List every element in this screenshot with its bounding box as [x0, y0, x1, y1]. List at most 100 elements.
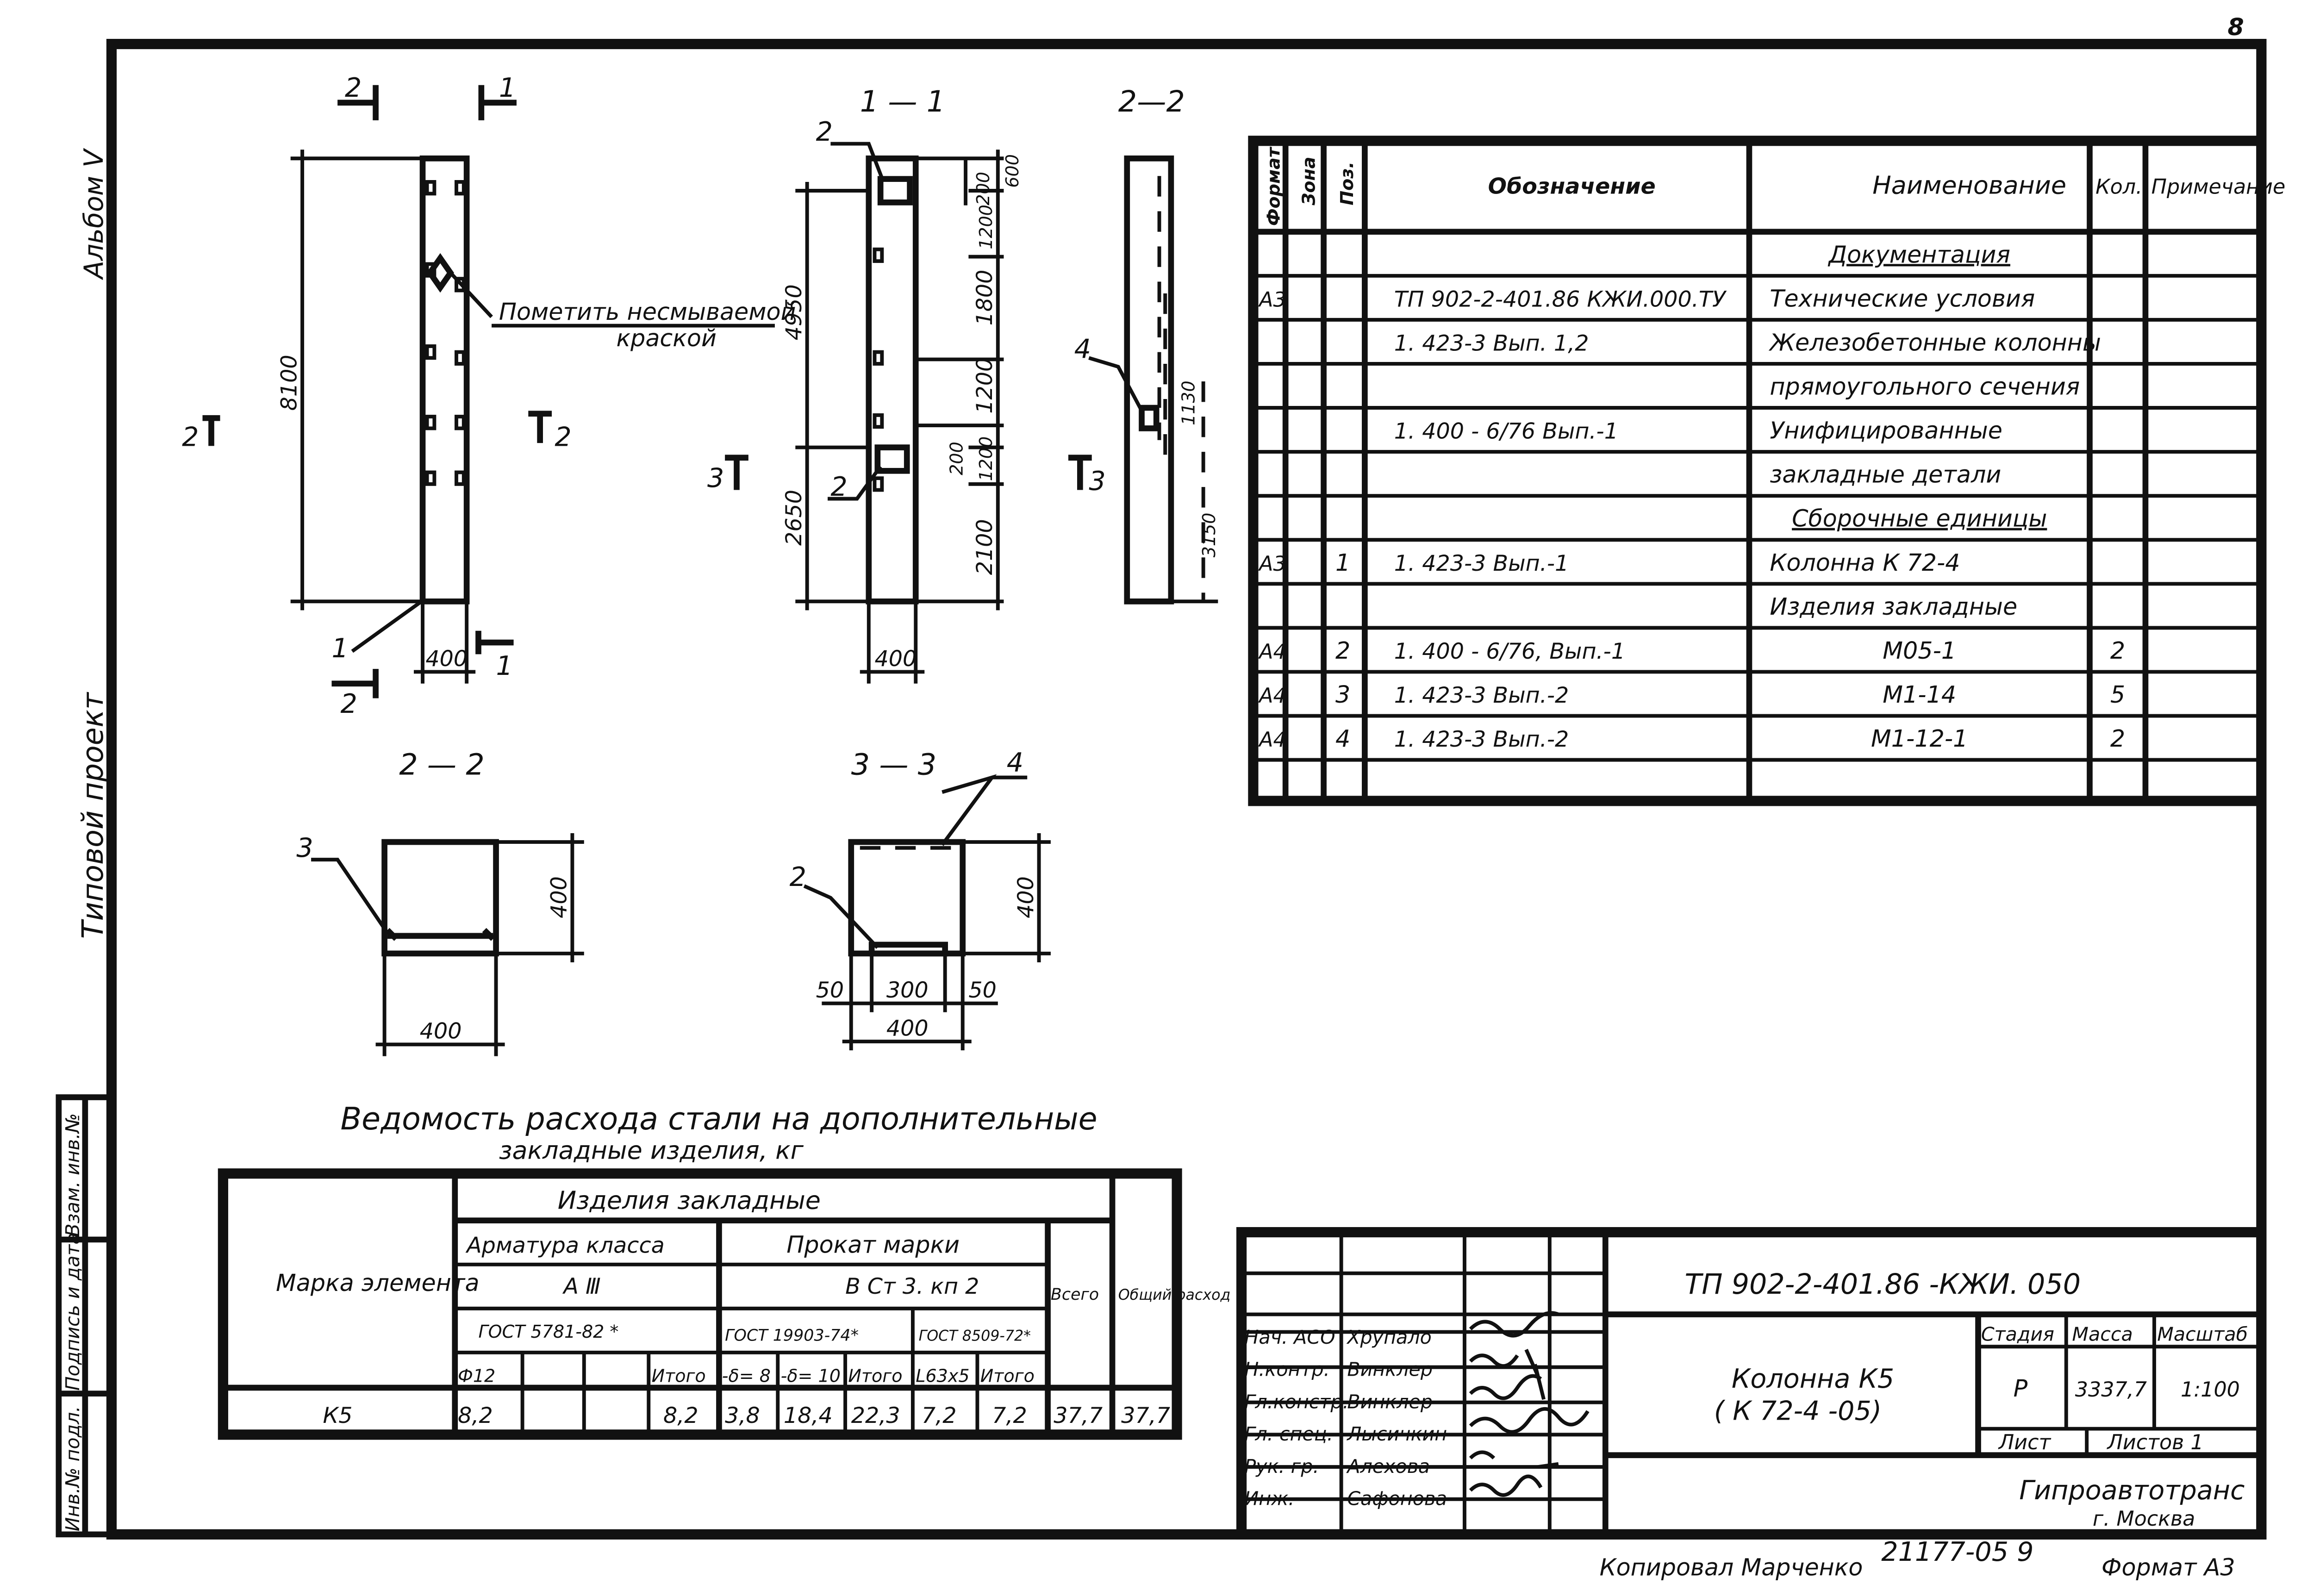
title-block: ТП 902-2-401.86 -КЖИ. 050 Колонна К5 ( К… — [1236, 1227, 2267, 1540]
section-3-3: 3 — 3 4 2 400 50 300 50 400 — [790, 747, 1051, 1051]
title-scale: 1:100 — [2181, 1378, 2240, 1402]
title-person-name: Алехова — [1346, 1455, 1430, 1478]
steel-subheader-cell: Итого — [848, 1365, 902, 1386]
front-view: 2 1 Пометить несмываемой краской 8100 2 … — [182, 73, 796, 719]
dim-1800: 1800 — [972, 270, 998, 326]
spec-header-name: Наименование — [1872, 170, 2066, 200]
spec-cell-name: закладные детали — [1770, 461, 2001, 488]
pos-4: 4 — [1074, 334, 1091, 364]
steel-subheader-cell: Итого — [980, 1365, 1035, 1386]
spec-header-zone: Зона — [1299, 157, 1319, 206]
spec-cell-name: Документация — [1827, 241, 2010, 268]
spec-cell-format: А3 — [1258, 552, 1286, 576]
title-mass: 3337,7 — [2075, 1378, 2147, 1402]
spec-cell-qty: 2 — [2110, 725, 2125, 752]
title-person-role: Рук. гр. — [1244, 1455, 1319, 1478]
dim-400-section: 400 — [874, 646, 917, 672]
dim-1200a: 1200 — [976, 205, 996, 249]
steel-cell-value: 8,2 — [663, 1403, 698, 1428]
title-person-name: Винклер — [1347, 1390, 1433, 1413]
title-h-stage: Стадия — [1981, 1323, 2054, 1346]
spec-cell-designation: 1. 423-3 Вып. 1,2 — [1394, 330, 1589, 356]
spec-cell-designation: 1. 423-3 Вып.-2 — [1394, 683, 1569, 708]
dim-200b: 200 — [947, 442, 967, 475]
steel-cell-value: 3,8 — [725, 1403, 760, 1428]
spec-header-qty: Кол. — [2095, 175, 2142, 199]
dim-1130: 1130 — [1179, 380, 1199, 425]
steel-h-items: Изделия закладные — [558, 1185, 821, 1215]
pos-1: 1 — [331, 633, 348, 664]
steel-cell-value: 37,7 — [1054, 1403, 1103, 1428]
section-3-3-dim-50a: 50 — [816, 978, 844, 1003]
section-mark-2-top: 2 — [345, 73, 362, 103]
steel-h-rolled-gost2: ГОСТ 8509-72* — [919, 1328, 1031, 1345]
dim-1200b: 1200 — [972, 358, 998, 414]
steel-h-grand: Общий расход — [1118, 1287, 1231, 1303]
spec-cell-designation: 1. 423-3 Вып.-2 — [1394, 727, 1569, 752]
title-person-role: Гл. спец. — [1244, 1423, 1333, 1445]
steel-h-rolled: Прокат марки — [786, 1231, 960, 1258]
title-sheets: Листов 1 — [2107, 1431, 2204, 1454]
spec-cell-name: М05-1 — [1883, 637, 1956, 664]
section-2-2-dim-400v: 400 — [547, 876, 572, 918]
spec-header-format: Формат — [1263, 146, 1284, 226]
dim-8100: 8100 — [276, 355, 302, 411]
steel-h-rolled-gost1: ГОСТ 19903-74* — [725, 1327, 859, 1345]
title-sheet: Лист — [1998, 1431, 2052, 1454]
section-3-3-dim-400v: 400 — [1013, 876, 1039, 918]
steel-subheader-cell: -δ= 10 — [781, 1365, 841, 1386]
pos-2-top: 2 — [816, 117, 833, 147]
steel-cell-value: 7,2 — [922, 1403, 957, 1428]
album-label: Альбом Ⅴ — [79, 148, 109, 281]
side-stamp-sign: Подпись и дата — [62, 1233, 84, 1390]
title-h-mass: Масса — [2072, 1323, 2133, 1346]
spec-cell-name: Технические условия — [1770, 285, 2035, 312]
dim-4950: 4950 — [781, 284, 807, 340]
title-person-role: Н.контр. — [1244, 1359, 1329, 1381]
mark-3-right: 3 — [1089, 466, 1105, 496]
spec-cell-name: М1-12-1 — [1871, 725, 1968, 752]
dim-600: 600 — [1002, 154, 1023, 188]
spec-cell-name: М1-14 — [1883, 681, 1956, 708]
side-stamp-replace: Взам. инв.№ — [62, 1113, 84, 1237]
bottom-code: 21177-05 9 — [1881, 1537, 2033, 1567]
section-3-3-dim-400h: 400 — [886, 1016, 929, 1041]
steel-subheader-cell: L63х5 — [916, 1365, 969, 1386]
dim-1200c: 1200 — [976, 436, 996, 481]
title-object-2: ( К 72-4 -05) — [1714, 1396, 1882, 1427]
section-1-1-title: 1 — 1 — [860, 84, 945, 118]
dim-2100: 2100 — [972, 519, 998, 575]
section-mark-1-top: 1 — [499, 73, 516, 103]
section-2-2-top-title: 2—2 — [1118, 84, 1185, 118]
section-2-2-bottom-title: 2 — 2 — [399, 747, 484, 781]
section-3-3-title: 3 — 3 — [851, 747, 936, 781]
steel-cell-value: 7,2 — [992, 1403, 1027, 1428]
marking-rhombus — [426, 253, 455, 293]
steel-statement: Ведомость расхода стали на дополнительны… — [218, 1101, 1231, 1440]
steel-cell-value: 8,2 — [458, 1403, 493, 1428]
title-person-name: Винклер — [1347, 1359, 1433, 1381]
mark-3-left: 3 — [707, 463, 724, 493]
signatures — [1469, 1311, 1590, 1497]
steel-cell-value: 18,4 — [784, 1403, 833, 1428]
steel-h-mark: Марка элемента — [276, 1269, 480, 1297]
column-front — [419, 155, 470, 605]
spec-cell-name: Унифицированные — [1770, 417, 2002, 444]
spec-cell-format: А3 — [1258, 288, 1286, 312]
note-mark-line1: Пометить несмываемой — [499, 298, 796, 325]
section-1-1: 1 — 1 2 2 4950 2650 600 200 1200 1800 12… — [707, 84, 1023, 684]
spec-cell-designation: 1. 400 - 6/76 Вып.-1 — [1394, 419, 1618, 444]
section-2-2-bottom: 2 — 2 3 400 400 — [296, 747, 584, 1056]
dim-3150: 3150 — [1199, 513, 1219, 558]
pos-2-low: 2 — [830, 472, 847, 502]
spec-cell-pos: 1 — [1335, 549, 1350, 576]
mark-1-bottom: 1 — [496, 651, 513, 681]
title-code: ТП 902-2-401.86 -КЖИ. 050 — [1684, 1268, 2081, 1301]
title-person-name: Лысичкин — [1346, 1423, 1447, 1445]
steel-subheader-cell: Ф12 — [458, 1365, 495, 1386]
mark-2-right: 2 — [555, 422, 571, 452]
steel-h-rebar: Арматура класса — [465, 1233, 665, 1258]
section-2-2-dim-400h: 400 — [420, 1019, 462, 1044]
